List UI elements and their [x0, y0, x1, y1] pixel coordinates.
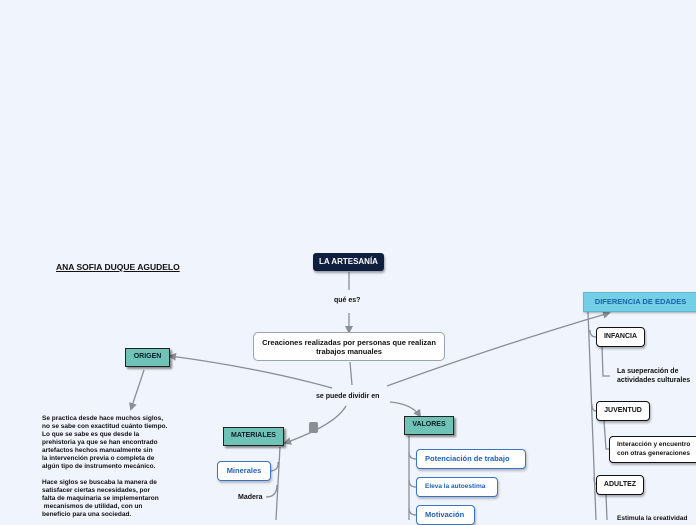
- juventud-description: Interacción y encuentro con otras genera…: [617, 441, 691, 457]
- link-label-se-puede-dividir: se puede dividir en: [316, 393, 380, 400]
- definition-node[interactable]: Creaciones realizadas por personas que r…: [253, 332, 445, 361]
- adultez-node[interactable]: ADULTEZ: [596, 475, 644, 495]
- infancia-description: La sueperación de actividades culturales: [617, 368, 691, 384]
- valores-item-motivacion[interactable]: Motivación: [416, 505, 475, 525]
- materiales-item-minerales[interactable]: Minerales: [217, 461, 271, 481]
- materiales-node[interactable]: MATERIALES: [223, 427, 284, 446]
- materiales-item-madera[interactable]: Madera: [238, 494, 263, 501]
- juventud-description-box[interactable]: Interacción y encuentro con otras genera…: [609, 436, 696, 463]
- infancia-node[interactable]: INFANCIA: [596, 327, 645, 347]
- juventud-node[interactable]: JUVENTUD: [596, 401, 650, 421]
- link-label-que-es: qué es?: [334, 297, 361, 304]
- definition-text: Creaciones realizadas por personas que r…: [262, 338, 436, 356]
- diferencia-de-edades-node[interactable]: DIFERENCIA DE EDADES: [583, 292, 696, 312]
- valores-item-potenciacion[interactable]: Potenciación de trabajo: [416, 449, 526, 469]
- drag-handle-icon[interactable]: [309, 422, 318, 433]
- valores-item-autoestima[interactable]: Eleva la autoestima: [416, 477, 498, 497]
- origen-node[interactable]: ORIGEN: [125, 348, 170, 367]
- adultez-description: Estimula la creatividad: [617, 515, 688, 522]
- valores-node[interactable]: VALORES: [404, 416, 454, 435]
- root-node-la-artesania[interactable]: LA ARTESANÍA: [313, 253, 384, 271]
- author-name: ANA SOFIA DUQUE AGUDELO: [56, 262, 180, 272]
- origen-description: Se practica desde hace muchos siglos, no…: [42, 415, 168, 518]
